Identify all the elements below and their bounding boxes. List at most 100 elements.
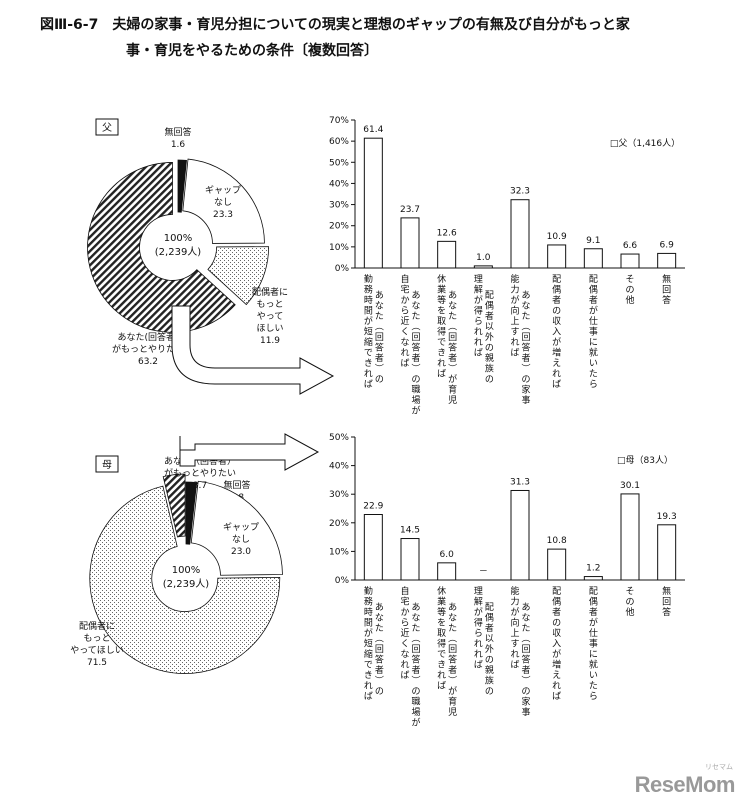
svg-text:育: 育 — [448, 384, 457, 396]
father-pie-slice-1 — [182, 158, 265, 244]
svg-text:児: 児 — [448, 395, 457, 406]
svg-text:い: い — [589, 359, 598, 369]
svg-text:勤: 勤 — [364, 585, 373, 597]
father-bars-tick-label-3: 30% — [329, 201, 349, 211]
svg-text:業: 業 — [437, 596, 446, 608]
svg-text:等: 等 — [437, 294, 446, 306]
father-bars-value-label-7: 6.6 — [623, 241, 638, 251]
svg-text:の: の — [552, 619, 561, 629]
svg-text:答: 答 — [411, 654, 420, 666]
mother-bars-value-label-8: 19.3 — [657, 512, 677, 522]
svg-text:回: 回 — [521, 332, 530, 343]
svg-text:で: で — [364, 661, 373, 671]
svg-text:れ: れ — [474, 649, 483, 660]
svg-text:者: 者 — [552, 607, 561, 618]
father-bars-bar-0 — [363, 137, 383, 269]
svg-text:れ: れ — [400, 660, 409, 671]
svg-text:あ: あ — [521, 290, 530, 301]
father-bars-bar-8 — [657, 252, 677, 269]
svg-text:者: 者 — [448, 353, 457, 364]
mother-bars-value-label-6: 1.2 — [586, 564, 600, 574]
svg-text:た: た — [411, 311, 420, 322]
svg-text:あ: あ — [411, 602, 420, 613]
svg-text:答: 答 — [448, 654, 457, 666]
svg-text:の: の — [485, 344, 494, 354]
father-pie-slice-label-3: がもっとやりたい — [112, 343, 184, 355]
father-bars-category-7: その他 — [625, 274, 634, 306]
svg-text:回: 回 — [411, 332, 420, 343]
svg-text:れ: れ — [437, 670, 446, 681]
svg-text:宅: 宅 — [400, 596, 409, 608]
svg-text:近: 近 — [400, 627, 409, 639]
svg-text:者: 者 — [589, 295, 598, 306]
father-bars-category-4-b: あなた︵回答者︶の家事 — [521, 290, 530, 406]
svg-text:れ: れ — [474, 327, 483, 338]
mother-bars-value-label-2: 6.0 — [440, 550, 455, 560]
father-pie-slice-label-1: ギャップ — [205, 185, 241, 196]
father-pie-slice-label-3: あなた(回答者) — [117, 331, 178, 343]
mother-bars-tick-label-1: 10% — [329, 547, 349, 557]
svg-text:自: 自 — [400, 585, 409, 597]
svg-text:回: 回 — [448, 332, 457, 343]
svg-text:ら: ら — [589, 379, 598, 390]
svg-text:が: が — [411, 405, 420, 417]
svg-text:理: 理 — [474, 586, 483, 597]
svg-text:偶: 偶 — [485, 300, 494, 312]
svg-text:を: を — [437, 306, 446, 317]
father-bars-value-label-0: 61.4 — [363, 125, 383, 135]
mother-bars-bar-0 — [363, 514, 383, 581]
mother-bars-value-label-1: 14.5 — [400, 526, 420, 536]
svg-text:近: 近 — [400, 315, 409, 327]
svg-text:そ: そ — [625, 274, 634, 285]
svg-text:育: 育 — [448, 696, 457, 708]
svg-text:れ: れ — [437, 358, 446, 369]
svg-text:︵: ︵ — [375, 635, 384, 645]
mother-pie-slice-1 — [190, 480, 283, 576]
svg-text:外: 外 — [485, 643, 494, 655]
mother-pie-slice-2 — [89, 485, 281, 674]
panel-father-label: 父 — [102, 122, 112, 134]
svg-text:外: 外 — [485, 331, 494, 343]
svg-text:休: 休 — [437, 585, 446, 597]
mother-bars-category-2-b: あなた︵回答者︶が育児 — [448, 602, 457, 718]
svg-text:者: 者 — [375, 353, 384, 364]
mother-pie-slice-label-2: やってほしい — [70, 645, 124, 656]
svg-text:増: 増 — [552, 659, 561, 671]
svg-text:ば: ば — [400, 358, 409, 369]
svg-text:れ: れ — [510, 337, 519, 348]
svg-text:い: い — [589, 671, 598, 681]
svg-text:︶: ︶ — [521, 676, 530, 687]
svg-text:き: き — [437, 348, 446, 359]
svg-text:取: 取 — [437, 316, 446, 327]
chart-title: 図Ⅲ-6-7 夫婦の家事・育児分担についての現実と理想のギャップの有無及び自分が… — [40, 12, 630, 64]
father-bars-bar-2 — [437, 240, 457, 269]
father-bars-tick-label-4: 40% — [329, 179, 349, 189]
mother-pie-slice-label-1: 23.0 — [231, 547, 251, 557]
svg-text:短: 短 — [364, 326, 373, 338]
title-line-1: 図Ⅲ-6-7 夫婦の家事・育児分担についての現実と理想のギャップの有無及び自分が… — [40, 17, 630, 33]
svg-text:入: 入 — [552, 327, 561, 338]
svg-text:事: 事 — [589, 326, 598, 338]
mother-bars-tick-label-5: 50% — [329, 433, 349, 443]
svg-text:職: 職 — [411, 385, 420, 396]
father-pie-slice-label-0: 無回答 — [164, 126, 191, 138]
panel-father-box — [95, 118, 119, 136]
svg-text:ば: ば — [510, 348, 519, 359]
svg-text:答: 答 — [411, 342, 420, 354]
svg-text:者: 者 — [485, 311, 494, 322]
svg-text:回: 回 — [448, 644, 457, 655]
svg-text:答: 答 — [521, 342, 530, 354]
mother-pie-slice-label-2: 71.5 — [87, 658, 107, 668]
svg-text:答: 答 — [448, 342, 457, 354]
svg-text:得: 得 — [437, 638, 446, 650]
svg-text:た: た — [448, 311, 457, 322]
svg-text:の: の — [411, 687, 420, 697]
svg-text:得: 得 — [474, 617, 483, 629]
